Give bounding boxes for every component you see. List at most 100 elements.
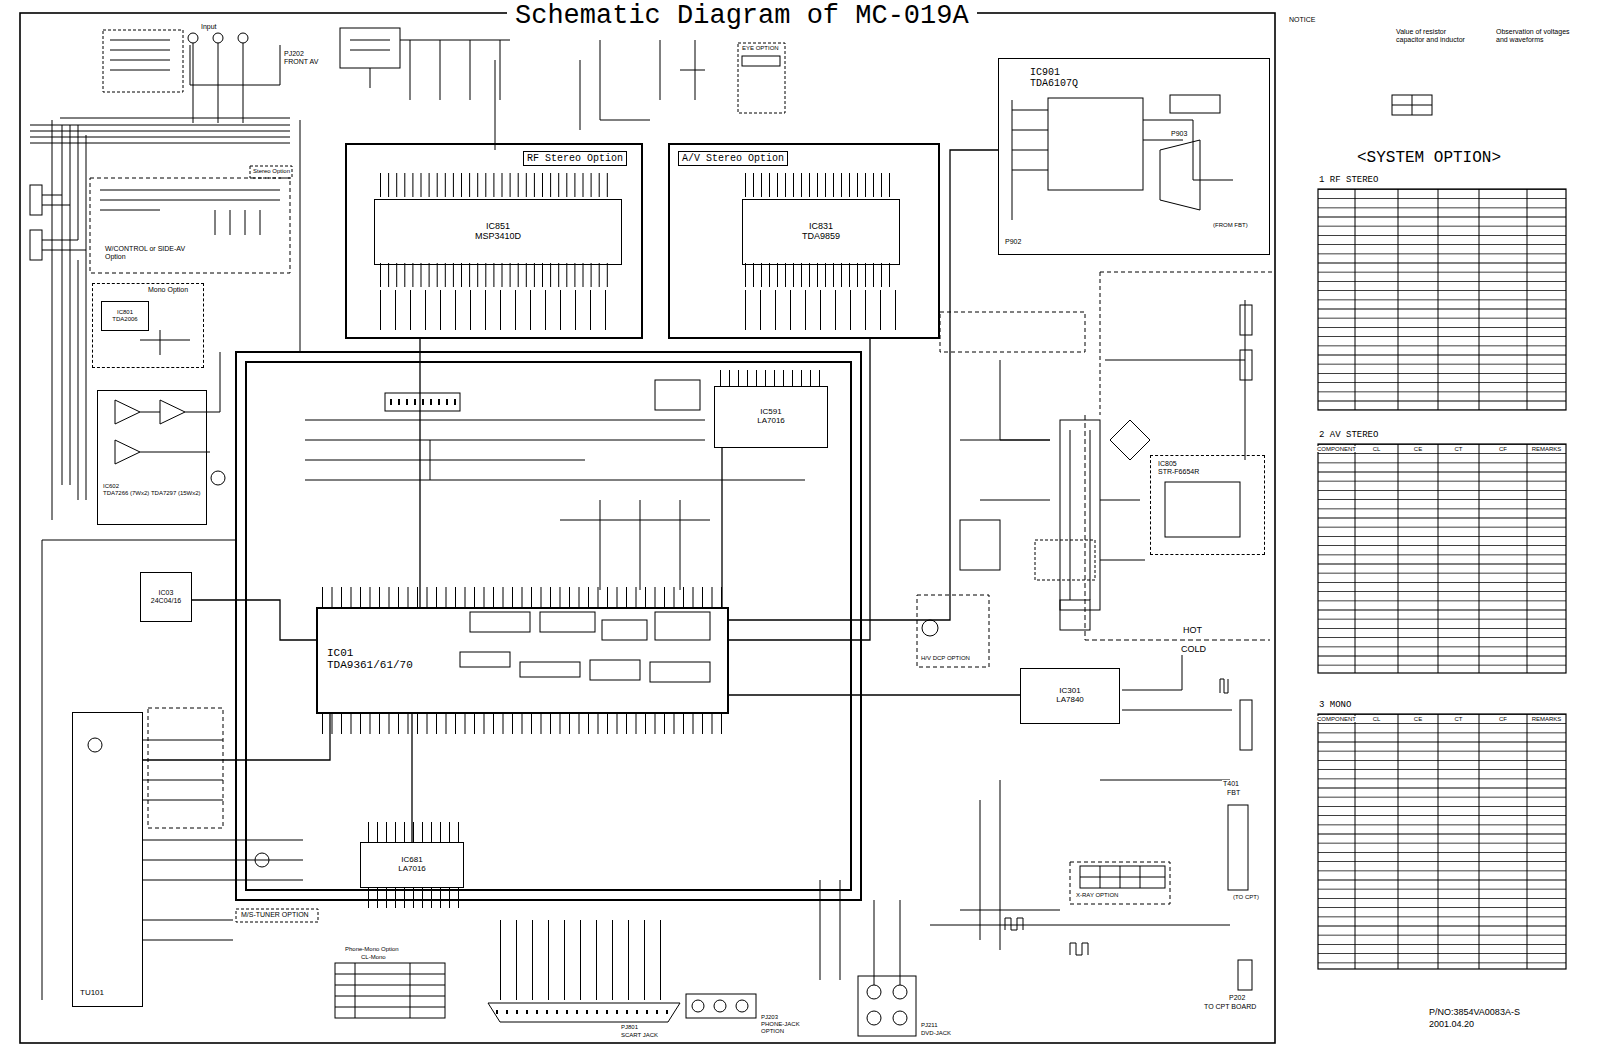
part-name: 1 RF STEREO <box>1318 176 1379 186</box>
ic-chip: IC591LA7016 <box>714 386 828 448</box>
part-number: TDA9859 <box>801 232 841 242</box>
option-table: 1 RF STEREO <box>1318 176 1566 410</box>
audio-section-part <box>42 125 86 250</box>
wire-connector <box>143 714 330 760</box>
power-supply-part <box>1100 272 1275 415</box>
node-text-group: IC801TDA2006 <box>102 302 148 330</box>
input-connectors-part <box>742 56 780 66</box>
schematic-label: EYE OPTION <box>741 45 780 52</box>
schematic-label: FBT <box>1226 789 1241 797</box>
table-header-cell: CF <box>1498 716 1508 723</box>
part-name: IC01 <box>326 647 354 659</box>
deflection-part <box>1070 862 1170 904</box>
table-header-cell: CT <box>1454 716 1464 723</box>
audio-section-part <box>30 230 42 260</box>
ic01-blocks-part <box>470 612 530 632</box>
audio-section-part <box>115 400 185 464</box>
schematic-label: X-RAY OPTION <box>1075 892 1119 899</box>
schematic-label: Stereo Option <box>252 168 291 175</box>
table-header-cell: CF <box>1498 446 1508 453</box>
jacks-part <box>686 994 756 1018</box>
option-tables-part <box>1318 714 1566 969</box>
part-number: 24C04/16 <box>150 597 182 605</box>
input-connectors-part <box>188 33 198 43</box>
part-number: LA7016 <box>397 865 427 874</box>
option-tables-part <box>1318 444 1566 673</box>
part-number: LA7840 <box>1055 696 1085 705</box>
main-wiring-part <box>305 420 805 480</box>
schematic-label: W/CONTROL or SIDE-AV Option <box>104 245 206 260</box>
node-text-group: IC0324C04/16 <box>141 573 191 621</box>
main-wiring-part <box>560 500 710 590</box>
input-connectors-part <box>213 33 223 43</box>
node-text-group: RF Stereo Option <box>523 151 627 166</box>
jacks-part <box>867 1011 881 1025</box>
schematic-label: FRONT AV <box>283 58 319 66</box>
main-wiring-part <box>143 740 303 940</box>
ic-chip: IC831TDA9859 <box>742 199 900 265</box>
main-wiring-part <box>148 708 223 828</box>
ic-chip: IC805STR-F6654R <box>1150 455 1265 555</box>
table-header-cell: CL <box>1372 446 1382 453</box>
schematic-label: P902 <box>1004 238 1022 246</box>
schematic-label: P/NO:3854VA0083A-S <box>1428 1008 1521 1018</box>
power-supply-part <box>1035 540 1095 580</box>
frame <box>20 13 1275 1043</box>
deflection-part <box>1070 943 1088 955</box>
schematic-label: HOT <box>1182 626 1203 636</box>
schematic-label: CL-Mono <box>360 954 387 961</box>
option-region: Mono OptionIC801TDA2006 <box>92 283 204 368</box>
main-wiring-part <box>335 963 445 1018</box>
jacks-part <box>714 1000 726 1012</box>
ic01-blocks-part <box>590 660 640 680</box>
schematic-label: COLD <box>1180 645 1207 655</box>
audio-section-part <box>62 195 86 500</box>
part-name: TU101 <box>79 989 105 998</box>
schematic-label: <SYSTEM OPTION> <box>1356 150 1502 168</box>
wire-connector <box>411 714 412 842</box>
power-supply-part <box>922 620 938 636</box>
main-wiring-part <box>655 380 700 410</box>
part-name: A/V Stereo Option <box>678 151 788 166</box>
power-supply-part <box>1110 420 1150 460</box>
deflection-part <box>1220 679 1228 693</box>
jacks-part <box>488 1003 680 1022</box>
part-number: TDA2006 <box>111 316 138 323</box>
ic-pins-part <box>368 822 460 842</box>
main-wiring-part <box>335 963 445 1018</box>
table-header-cell: CT <box>1454 446 1464 453</box>
frame-part <box>20 13 1275 1043</box>
input-connectors-part <box>238 33 248 43</box>
option-tables-part <box>1318 444 1566 673</box>
node-text-group: A/V Stereo Option <box>678 151 788 166</box>
node-text-group: IC301LA7840 <box>1021 669 1119 723</box>
deflection-part <box>930 780 1230 950</box>
option-tables <box>1318 189 1566 969</box>
part-name: 3 MONO <box>1318 701 1352 711</box>
main-wiring-part <box>88 738 102 752</box>
ic-pins-part <box>745 173 896 197</box>
table-header-cell: REMARKS <box>1531 446 1563 453</box>
jacks-part <box>692 1000 704 1012</box>
node-text-group: 3 MONO <box>1318 701 1352 711</box>
part-name: IC901 <box>1029 67 1061 78</box>
node-text-group: IC831TDA9859 <box>743 200 899 264</box>
jacks-part <box>893 1011 907 1025</box>
power-supply-part <box>1070 430 1090 600</box>
part-number: TDA9361/61/70 <box>326 659 414 671</box>
power-supply <box>917 272 1275 667</box>
deflection-part <box>1122 650 1232 710</box>
table-header-cell: REMARKS <box>1531 716 1563 723</box>
part-name: IC602 <box>102 483 120 490</box>
option-tables-part <box>1355 714 1527 969</box>
signal-bus-part <box>236 352 861 900</box>
node-text-group: Mono Option <box>147 286 189 294</box>
ic-chip: IC801TDA2006 <box>101 301 149 331</box>
option-table: 2 AV STEREO <box>1318 431 1566 673</box>
input-connectors <box>30 28 785 178</box>
node-text-group: IC681LA7016 <box>361 843 463 887</box>
ic-chip: IC01TDA9361/61/70 <box>316 607 729 714</box>
input-connectors-part <box>250 166 292 178</box>
power-supply-part <box>1165 482 1240 537</box>
schematic-label: 2001.04.20 <box>1428 1020 1475 1030</box>
